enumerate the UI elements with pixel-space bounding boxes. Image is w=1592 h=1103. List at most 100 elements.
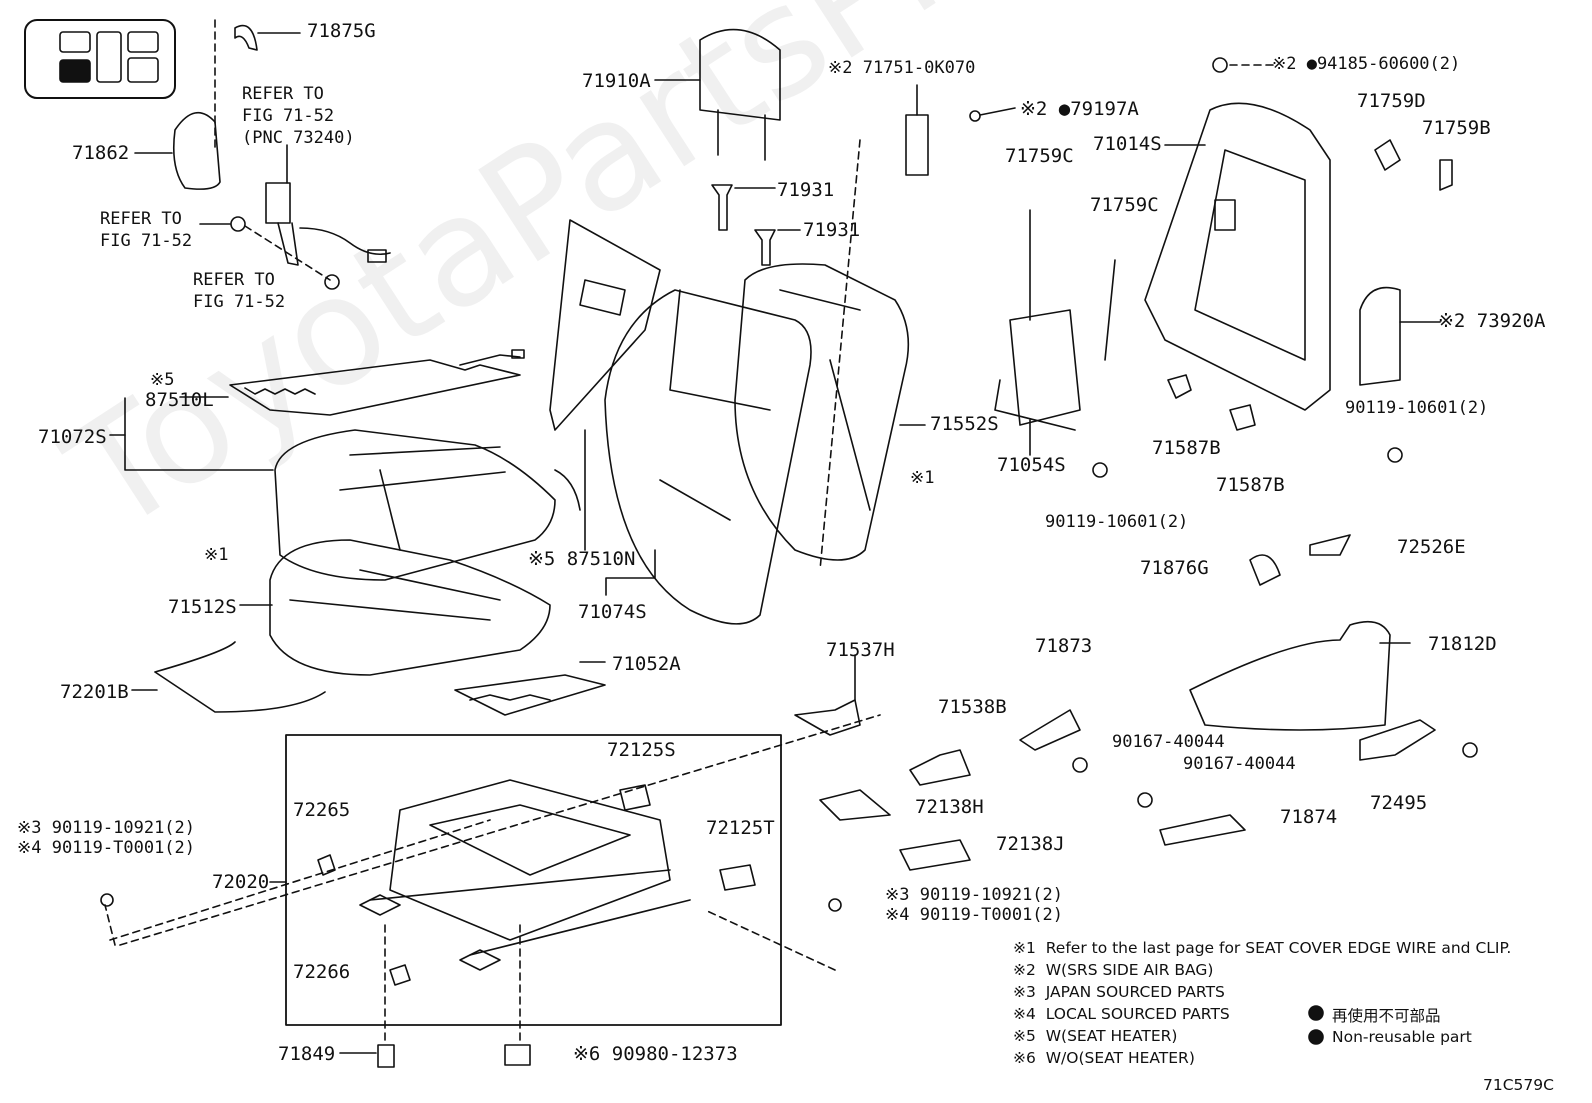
label-71052a: 71052A [612, 653, 681, 675]
bolt-90119-10601-a [1387, 447, 1403, 463]
frame-71014s [1144, 102, 1331, 411]
bolt-90119-10601-b [1092, 462, 1108, 478]
bracket-71751 [905, 114, 929, 176]
bolt-71849 [377, 1044, 395, 1068]
legend-item: ※3 JAPAN SOURCED PARTS [1013, 983, 1225, 1001]
label-90980: ※6 90980-12373 [573, 1043, 738, 1065]
bolt-90167-b [1137, 792, 1153, 808]
label-refer2-b: FIG 71-52 [100, 231, 193, 251]
label-refer1-b: FIG 71-52 [242, 106, 335, 126]
headrest-71910a [699, 28, 781, 121]
label-refer2-a: REFER TO [100, 209, 182, 229]
back-cover-71074s [604, 289, 812, 625]
nonreusable-jp: 再使用不可部品 [1332, 1007, 1441, 1025]
guide-71931-a [711, 184, 733, 231]
nonreusable-dot-2 [1308, 1029, 1324, 1045]
label-mid-bolt-a: ※3 90119-10921(2) [885, 885, 1064, 905]
label-87510l-mark: ※5 [150, 370, 175, 390]
label-71874: 71874 [1280, 806, 1338, 828]
bracket-71874 [1159, 814, 1246, 846]
clip-71587b-a [1167, 374, 1192, 399]
label-73920a: ※2 73920A [1438, 310, 1546, 332]
label-71751: ※2 71751-0K070 [828, 58, 976, 78]
bolt-lever [1462, 742, 1478, 758]
label-71875g: 71875G [307, 20, 376, 42]
label-72138h: 72138H [915, 796, 984, 818]
label-72526e: 72526E [1397, 536, 1466, 558]
label-72138j: 72138J [996, 833, 1065, 855]
label-72201b: 72201B [60, 681, 129, 703]
label-71552s: 71552S [930, 413, 999, 435]
guide-71931-b [754, 229, 776, 266]
label-mid-bolt-b: ※4 90119-T0001(2) [885, 905, 1064, 925]
bolt-mid [828, 898, 842, 912]
label-left-bolt-b: ※4 90119-T0001(2) [17, 838, 196, 858]
figure-code: 71C579C [1483, 1076, 1554, 1094]
cushion-cover-71072s [274, 429, 556, 581]
label-71072s: 71072S [38, 426, 107, 448]
label-71910a: 71910A [582, 70, 651, 92]
heater-mat-87510l [229, 359, 521, 416]
nonreusable-dot-1 [1308, 1005, 1324, 1021]
label-71862: 71862 [72, 142, 130, 164]
lumbar-71054s [994, 209, 1116, 431]
label-71876g: 71876G [1140, 557, 1209, 579]
cover-72138j [899, 839, 971, 871]
adjuster-72125s [619, 784, 651, 811]
label-72020: 72020 [212, 871, 270, 893]
label-71759c-b: 71759C [1090, 194, 1159, 216]
legend-item: ※1 Refer to the last page for SEAT COVER… [1013, 939, 1512, 957]
clip-72266 [389, 964, 411, 986]
label-94185: ※2 ●94185-60600(2) [1272, 54, 1461, 74]
label-71759c-a: 71759C [1005, 145, 1074, 167]
label-72266: 72266 [293, 961, 351, 983]
legend-item: ※4 LOCAL SOURCED PARTS [1013, 1005, 1230, 1023]
label-87510l: 87510L [145, 389, 214, 411]
legend-item: ※5 W(SEAT HEATER) [1013, 1027, 1178, 1045]
label-72125t: 72125T [706, 817, 775, 839]
label-refer3-b: FIG 71-52 [193, 292, 286, 312]
clip-72265 [317, 854, 336, 876]
cover-71875g [234, 24, 258, 51]
airbag-73920a [1359, 286, 1401, 386]
nonreusable-en: Non-reusable part [1332, 1028, 1472, 1046]
label-mark1-b: ※1 [910, 468, 935, 488]
label-71054s: 71054S [997, 454, 1066, 476]
nut-refer-b [324, 274, 340, 290]
part-71759d [1374, 139, 1401, 171]
label-71014s: 71014S [1093, 133, 1162, 155]
legend-item: ※6 W/O(SEAT HEATER) [1013, 1049, 1195, 1067]
cover-72138h [819, 789, 891, 821]
label-71849: 71849 [278, 1043, 336, 1065]
track-72020 [359, 779, 691, 971]
spring-71052a [454, 674, 606, 716]
label-90119-10601-a: 90119-10601(2) [1345, 398, 1489, 418]
bracket-71873 [1019, 709, 1081, 751]
cover-71876g [1249, 554, 1281, 586]
track-assembly-box [285, 734, 782, 1026]
label-71537h: 71537H [826, 639, 895, 661]
bolt-90167-a [1072, 757, 1088, 773]
cover-72526e [1309, 534, 1351, 556]
label-72265: 72265 [293, 799, 351, 821]
label-71931-b: 71931 [803, 219, 861, 241]
label-90167-b: 90167-40044 [1183, 754, 1296, 774]
label-71873: 71873 [1035, 635, 1093, 657]
legend-item: ※2 W(SRS SIDE AIR BAG) [1013, 961, 1214, 979]
heater-mat-87510n [549, 219, 661, 431]
connector-90980 [504, 1044, 531, 1066]
clip-71587b-b [1229, 404, 1256, 431]
cover-71862 [172, 112, 221, 190]
lever-72495 [1359, 719, 1436, 761]
label-79197a: ※2 ●79197A [1020, 98, 1139, 120]
back-pad-71552s [734, 263, 910, 561]
label-87510n: ※5 87510N [528, 548, 636, 570]
bolt-left [100, 893, 114, 907]
shield-71812d [1189, 620, 1391, 731]
cushion-pad-71512s [269, 539, 551, 676]
label-mark1-a: ※1 [204, 545, 229, 565]
label-71512s: 71512S [168, 596, 237, 618]
label-71538b: 71538B [938, 696, 1007, 718]
